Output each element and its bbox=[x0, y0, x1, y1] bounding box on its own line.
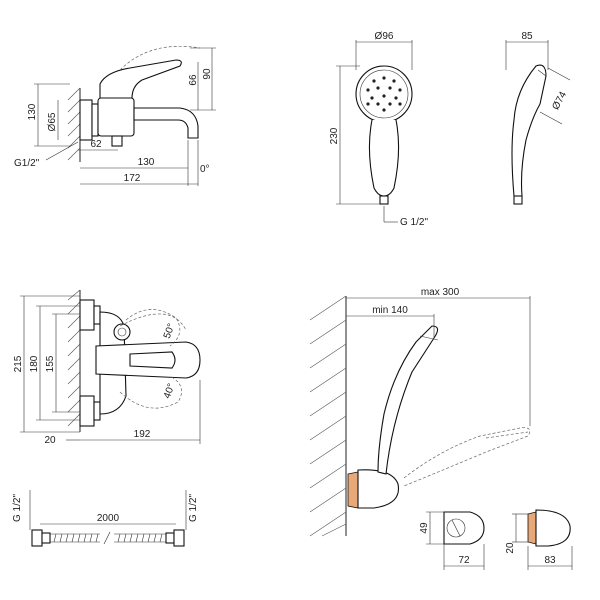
dim-side-dia74: Ø74 bbox=[550, 90, 569, 112]
dim-top-192: 192 bbox=[134, 429, 151, 440]
dim-wall-max: max 300 bbox=[421, 287, 460, 298]
hand-shower-front-view: Ø96 230 G 1/2" bbox=[329, 31, 428, 228]
wall-holder-assembly: max 300 min 140 bbox=[309, 287, 531, 537]
holder-detail-front: 49 72 bbox=[419, 511, 485, 570]
dim-top-angle-50: 50° bbox=[162, 322, 178, 340]
shower-nozzles bbox=[366, 76, 402, 112]
wall-hatch-top bbox=[67, 289, 81, 432]
dim-front-dia65: Ø65 bbox=[47, 112, 58, 131]
dim-front-172: 172 bbox=[124, 173, 141, 184]
hose-ribbing-right bbox=[117, 533, 163, 543]
dim-front-90: 90 bbox=[202, 68, 213, 80]
mixer-top-view: 215 180 155 20 192 50° 40° bbox=[13, 289, 201, 446]
dim-front-angle: 0° bbox=[200, 164, 210, 175]
dim-hose-thread-left: G 1/2" bbox=[12, 494, 23, 522]
hand-shower-side-view: 85 Ø74 bbox=[505, 31, 571, 205]
dim-wall-min: min 140 bbox=[372, 305, 408, 316]
dim-front-66: 66 bbox=[188, 74, 199, 86]
shower-hose: 2000 G 1/2" G 1/2" bbox=[12, 490, 199, 547]
hose-ribbing-left bbox=[53, 533, 99, 543]
dim-side-85: 85 bbox=[521, 31, 533, 42]
dim-front-130-horizontal: 130 bbox=[138, 157, 155, 168]
dim-top-20: 20 bbox=[44, 435, 56, 446]
holder-detail-side: 20 83 bbox=[505, 509, 573, 570]
wall-hatch-holder bbox=[309, 295, 347, 537]
dim-holder-83: 83 bbox=[544, 555, 556, 566]
dim-front-130-vertical: 130 bbox=[27, 103, 38, 120]
dim-top-155: 155 bbox=[45, 355, 56, 372]
dim-head-230: 230 bbox=[329, 127, 340, 144]
dim-top-215: 215 bbox=[13, 355, 24, 372]
dim-head-dia96: Ø96 bbox=[375, 31, 394, 42]
dim-holder-20: 20 bbox=[505, 542, 516, 554]
dim-holder-49: 49 bbox=[419, 522, 430, 534]
dim-hose-thread-right: G 1/2" bbox=[188, 494, 199, 522]
dim-holder-72: 72 bbox=[458, 555, 470, 566]
dim-front-thread: G1/2" bbox=[14, 158, 40, 169]
dim-hose-length: 2000 bbox=[97, 513, 120, 524]
mixer-front-view: 130 Ø65 66 90 G1/2" 62 130 172 0° bbox=[14, 45, 216, 186]
dim-top-180: 180 bbox=[29, 355, 40, 372]
dim-head-thread: G 1/2" bbox=[400, 217, 428, 228]
dim-front-62: 62 bbox=[90, 139, 102, 150]
wall-hatch-front bbox=[67, 87, 81, 162]
dim-top-angle-40: 40° bbox=[162, 382, 178, 400]
